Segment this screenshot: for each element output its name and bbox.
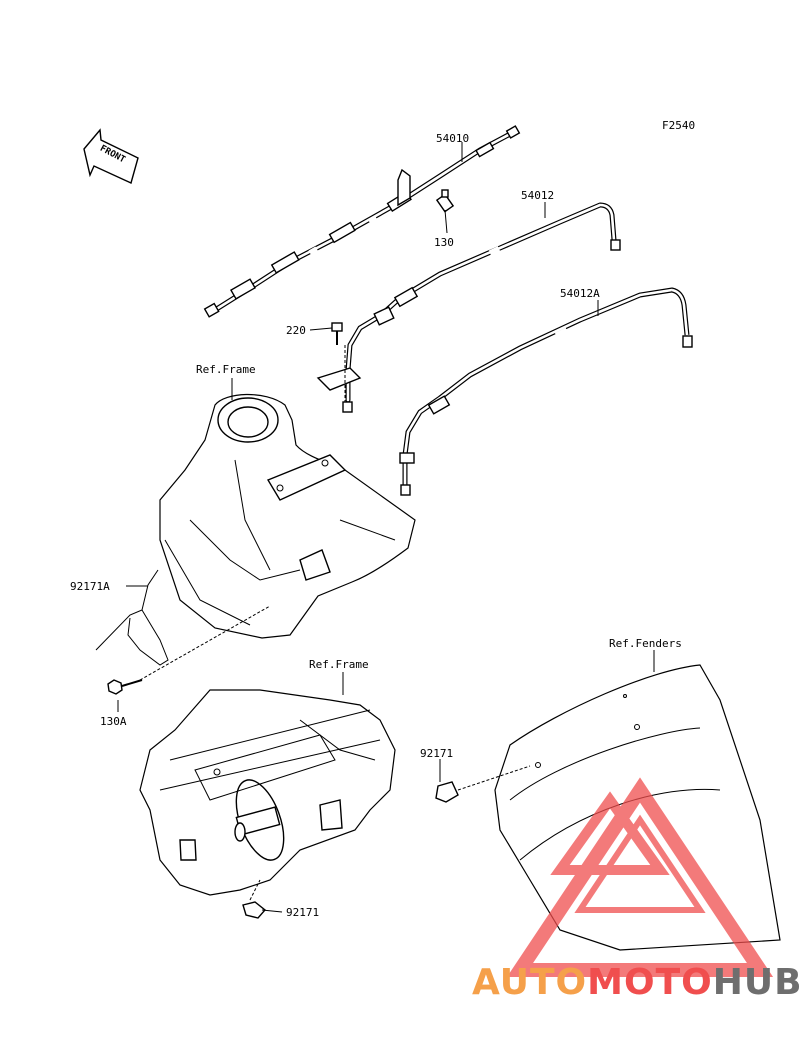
watermark-logo-icon bbox=[506, 777, 774, 977]
clamp-92171-right-icon bbox=[435, 781, 459, 803]
clamp-92171-bottom-icon bbox=[242, 901, 267, 919]
label-92171-bottom: 92171 bbox=[286, 906, 319, 919]
front-arrow-icon: FRONT bbox=[83, 128, 139, 184]
frame-top-illustration bbox=[159, 393, 416, 639]
cable-54012 bbox=[316, 202, 621, 413]
cable-54012A bbox=[399, 287, 693, 496]
watermark-part-hub: HUB bbox=[712, 962, 800, 1003]
bolt-130-icon bbox=[435, 189, 455, 213]
label-54010: 54010 bbox=[436, 132, 469, 145]
watermark-part-moto: MOTO bbox=[587, 962, 713, 1003]
label-92171-right: 92171 bbox=[420, 747, 453, 760]
frame-bottom-illustration bbox=[139, 689, 396, 896]
figure-id: F2540 bbox=[662, 119, 695, 132]
fender-illustration bbox=[494, 664, 781, 951]
label-ref-fenders: Ref.Fenders bbox=[609, 637, 682, 650]
bracket-92171A bbox=[95, 569, 169, 666]
label-ref-frame-top: Ref.Frame bbox=[196, 363, 256, 376]
leader-lines bbox=[117, 142, 655, 913]
bolt-130A-icon bbox=[107, 679, 143, 695]
label-130: 130 bbox=[434, 236, 454, 249]
cable-54010 bbox=[203, 125, 521, 318]
label-54012: 54012 bbox=[521, 189, 554, 202]
label-54012A: 54012A bbox=[560, 287, 600, 300]
label-ref-frame-bottom: Ref.Frame bbox=[309, 658, 369, 671]
watermark-part-auto: AUTO bbox=[472, 962, 588, 1003]
watermark-text: AUTOMOTOHUB bbox=[472, 962, 800, 1003]
label-92171A: 92171A bbox=[70, 580, 110, 593]
label-130A: 130A bbox=[100, 715, 127, 728]
label-220: 220 bbox=[286, 324, 306, 337]
bolt-220-icon bbox=[331, 322, 343, 345]
